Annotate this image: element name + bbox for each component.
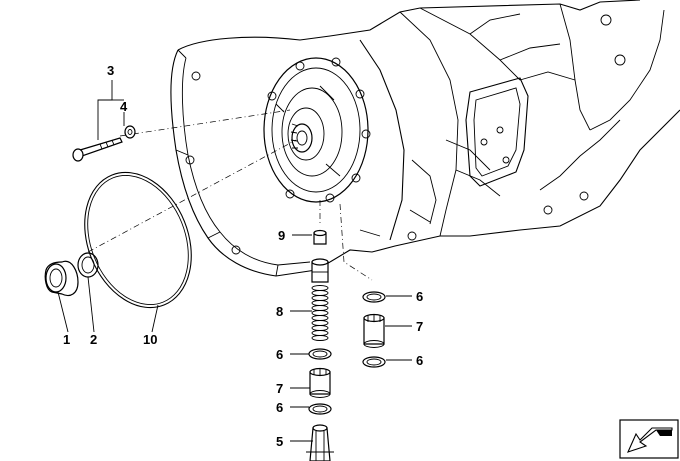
part-valve-7-left (309, 367, 331, 398)
oil-pump-assembly (263, 57, 371, 203)
arrow-down-left-icon (619, 419, 679, 459)
part-washer (124, 125, 136, 139)
callout-6-left-upper: 6 (276, 347, 283, 362)
part-o-ring-6-left-lower (308, 403, 332, 415)
callout-7-left: 7 (276, 381, 283, 396)
part-o-ring-6-right-upper (362, 291, 386, 303)
part-piston-5 (306, 424, 334, 461)
callout-5: 5 (276, 434, 283, 449)
callout-labels: 3 4 1 2 10 9 8 6 7 6 5 6 7 6 (63, 63, 423, 449)
callout-9: 9 (278, 228, 285, 243)
part-valve-sleeve (311, 258, 329, 283)
callout-10: 10 (143, 332, 157, 347)
part-o-ring-6-right-lower (362, 356, 386, 368)
part-valve-7-right (363, 313, 385, 348)
part-spring-8 (311, 285, 329, 341)
leader-lines (57, 80, 412, 442)
assembly-centerlines (87, 109, 373, 281)
callout-2: 2 (90, 332, 97, 347)
callout-6-right-lower: 6 (416, 353, 423, 368)
part-plug-9 (313, 229, 327, 245)
callout-7-right: 7 (416, 319, 423, 334)
callout-4: 4 (120, 99, 128, 114)
callout-6-left-lower: 6 (276, 400, 283, 415)
transmission-housing (170, 0, 680, 277)
part-shaft-seal (44, 260, 79, 297)
callout-6-right-upper: 6 (416, 289, 423, 304)
callout-3: 3 (107, 63, 114, 78)
callout-8: 8 (276, 304, 283, 319)
part-o-ring-6-left-upper (308, 348, 332, 360)
callout-1: 1 (63, 332, 70, 347)
part-large-o-ring (84, 171, 192, 309)
part-bolt (72, 137, 123, 162)
